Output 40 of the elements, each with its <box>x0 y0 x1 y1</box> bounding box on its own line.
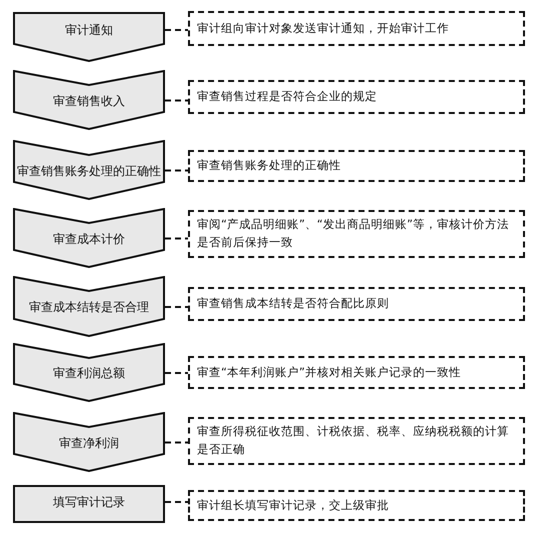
dashed-connector <box>165 170 188 172</box>
description-text: 审查所得税征收范围、计税依据、税率、应纳税税额的计算是否正确 <box>197 423 510 458</box>
dashed-connector <box>165 100 188 102</box>
process-step-shape <box>13 12 165 62</box>
description-box <box>188 210 525 258</box>
dashed-connector <box>165 372 188 374</box>
dashed-connector <box>165 442 188 444</box>
process-step-shape <box>13 140 165 200</box>
dashed-connector <box>165 306 188 308</box>
step-label: 审计通知 <box>64 23 114 38</box>
description-text: 审查“本年利润账户”并核对相关账户记录的一致性 <box>197 364 461 381</box>
description-text: 审查销售成本结转是否符合配比原则 <box>197 295 389 312</box>
description-box <box>188 417 525 465</box>
process-step-shape <box>13 70 165 130</box>
description-box <box>188 356 525 389</box>
dashed-connector <box>165 501 188 503</box>
description-box <box>188 287 525 321</box>
process-step-shape <box>13 276 165 337</box>
step-label: 审查成本结转是否合理 <box>28 300 150 314</box>
step-label: 审查成本计价 <box>52 232 126 246</box>
process-step-shape <box>13 412 165 472</box>
step-label: 审查销售收入 <box>52 94 126 108</box>
description-text: 审计组向审计对象发送审计通知，开始审计工作 <box>197 20 449 37</box>
dashed-connector <box>165 29 188 31</box>
description-text: 审计组长填写审计记录，交上级审批 <box>197 496 389 514</box>
process-step-shape <box>13 343 165 402</box>
step-label: 审查利润总额 <box>52 366 126 380</box>
description-box <box>188 150 525 182</box>
dashed-connector <box>165 238 188 240</box>
step-label: 审查净利润 <box>58 436 120 450</box>
process-step-shape <box>13 208 165 268</box>
process-box <box>13 485 165 523</box>
step-label: 审查销售账务处理的正确性 <box>16 164 162 178</box>
description-box <box>188 80 525 114</box>
description-text: 审查销售账务处理的正确性 <box>197 157 341 174</box>
description-box <box>188 490 525 521</box>
description-text: 审阅“产成品明细账”、“发出商品明细账”等，审核计价方法是否前后保持一致 <box>197 216 510 251</box>
description-box <box>188 11 525 46</box>
step-label: 填写审计记录 <box>52 495 126 510</box>
description-text: 审查销售过程是否符合企业的规定 <box>197 88 377 106</box>
